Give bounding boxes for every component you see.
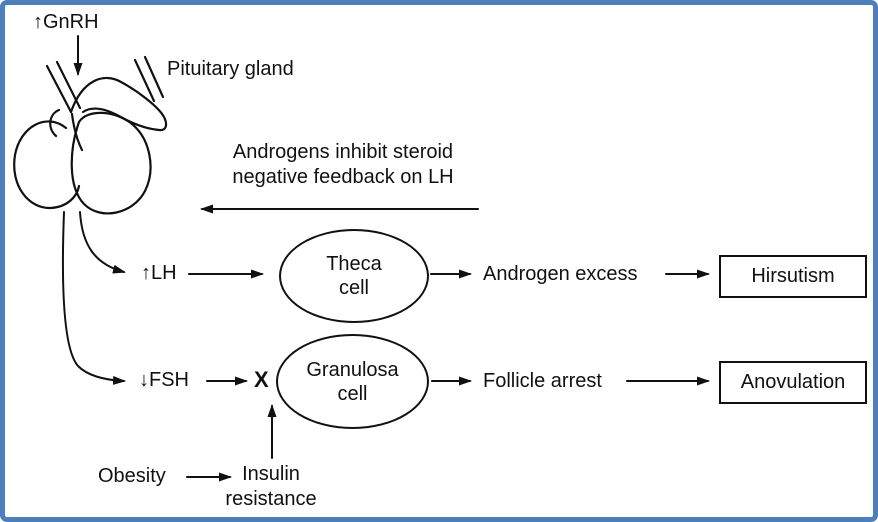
block-x-marker: X [254, 367, 269, 392]
theca-cell-label-line2: cell [338, 277, 369, 299]
anovulation-outcome-box: Anovulation [719, 361, 867, 404]
feedback-annotation-line1: Androgens inhibit steroid [232, 141, 454, 163]
pituitary-to-lh-curve-arrow [79, 211, 126, 274]
fsh-label: ↓FSH [139, 369, 189, 391]
obesity-label: Obesity [98, 465, 166, 487]
hirsutism-label: Hirsutism [751, 265, 835, 287]
granulosa-cell-label-line1: Granulosa [306, 358, 399, 381]
pituitary-gland-label: Pituitary gland [167, 58, 294, 80]
lh-label: ↑LH [141, 262, 177, 284]
androgen-excess-label: Androgen excess [483, 263, 638, 285]
insulin-resistance-label: Insulin resistance [212, 462, 330, 512]
feedback-annotation: Androgens inhibit steroid negative feedb… [193, 140, 493, 190]
hirsutism-outcome-box: Hirsutism [719, 255, 867, 298]
anovulation-label: Anovulation [740, 371, 846, 393]
insulin-resistance-line1: Insulin [242, 463, 300, 485]
granulosa-cell-label-line2: cell [337, 382, 368, 405]
pituitary-gland-sketch [13, 55, 168, 215]
gnrh-label: ↑GnRH [33, 11, 99, 33]
theca-cell-label-line1: Theca [326, 253, 382, 275]
granulosa-cell-node: Granulosa cell [276, 334, 429, 429]
pituitary-to-fsh-curve-arrow [61, 211, 126, 385]
theca-cell-node: Theca cell [279, 229, 429, 323]
follicle-arrest-label: Follicle arrest [483, 370, 602, 392]
insulin-resistance-line2: resistance [225, 488, 317, 510]
feedback-annotation-line2: negative feedback on LH [232, 166, 454, 188]
